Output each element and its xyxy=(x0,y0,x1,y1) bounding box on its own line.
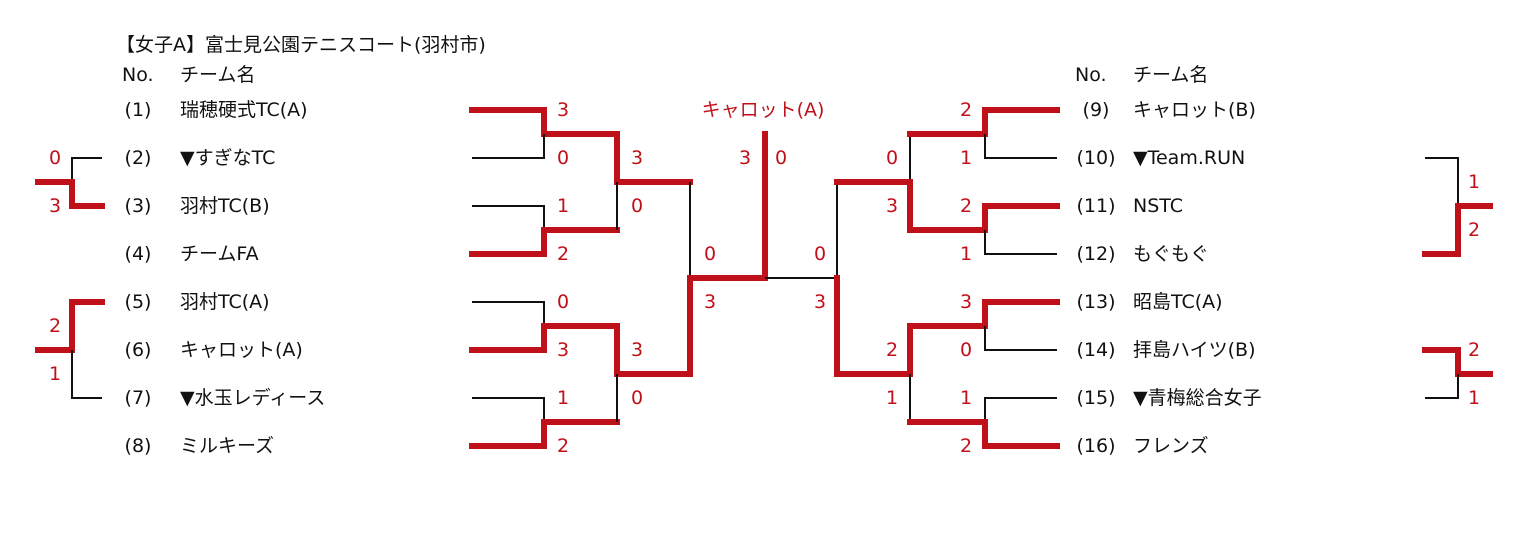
right-header-team: チーム名 xyxy=(1133,64,1209,86)
team-number: (15) xyxy=(1076,387,1116,409)
score-label: 2 xyxy=(885,339,899,361)
score-label: 0 xyxy=(48,147,62,169)
score-label: 1 xyxy=(1467,387,1481,409)
score-label: 0 xyxy=(703,243,717,265)
team-name: NSTC xyxy=(1133,195,1184,217)
team-name: チームFA xyxy=(180,243,259,265)
score-label: 0 xyxy=(556,147,570,169)
team-name: 拝島ハイツ(B) xyxy=(1133,339,1256,361)
score-label: 3 xyxy=(959,291,973,313)
score-label: 0 xyxy=(774,147,788,169)
team-number: (11) xyxy=(1076,195,1116,217)
team-name: 羽村TC(A) xyxy=(180,291,270,313)
team-name: キャロット(A) xyxy=(180,339,303,361)
team-name: キャロット(B) xyxy=(1133,99,1256,121)
team-name: ▼青梅総合女子 xyxy=(1133,387,1262,409)
team-number: (5) xyxy=(124,291,152,313)
champion-label: キャロット(A) xyxy=(701,99,825,121)
score-label: 3 xyxy=(813,291,827,313)
team-number: (10) xyxy=(1076,147,1116,169)
team-number: (16) xyxy=(1076,435,1116,457)
score-label: 3 xyxy=(630,339,644,361)
right-header-no: No. xyxy=(1075,64,1107,86)
score-label: 0 xyxy=(630,387,644,409)
score-label: 2 xyxy=(556,435,570,457)
score-label: 2 xyxy=(959,435,973,457)
team-name: もぐもぐ xyxy=(1133,243,1210,265)
score-label: 3 xyxy=(703,291,717,313)
score-label: 2 xyxy=(959,99,973,121)
team-number: (2) xyxy=(124,147,152,169)
team-name: ▼Team.RUN xyxy=(1133,147,1246,169)
score-label: 2 xyxy=(556,243,570,265)
score-label: 1 xyxy=(556,387,570,409)
team-number: (7) xyxy=(124,387,152,409)
score-label: 1 xyxy=(1467,171,1481,193)
score-label: 2 xyxy=(1467,219,1481,241)
score-label: 3 xyxy=(885,195,899,217)
score-label: 3 xyxy=(738,147,752,169)
team-number: (12) xyxy=(1076,243,1116,265)
team-number: (3) xyxy=(124,195,152,217)
left-header-no: No. xyxy=(122,64,154,86)
left-header-team: チーム名 xyxy=(180,64,256,86)
team-number: (14) xyxy=(1076,339,1116,361)
team-name: 羽村TC(B) xyxy=(180,195,270,217)
score-label: 1 xyxy=(959,243,973,265)
team-name: ▼水玉レディース xyxy=(180,387,326,409)
score-label: 2 xyxy=(1467,339,1481,361)
team-number: (4) xyxy=(124,243,152,265)
score-label: 0 xyxy=(959,339,973,361)
score-label: 0 xyxy=(556,291,570,313)
score-label: 3 xyxy=(556,99,570,121)
team-number: (1) xyxy=(124,99,152,121)
score-label: 3 xyxy=(630,147,644,169)
score-label: 1 xyxy=(959,387,973,409)
team-name: 瑞穂硬式TC(A) xyxy=(180,99,308,121)
score-label: 0 xyxy=(630,195,644,217)
score-label: 2 xyxy=(959,195,973,217)
score-label: 1 xyxy=(48,363,62,385)
score-label: 2 xyxy=(48,315,62,337)
score-label: 1 xyxy=(885,387,899,409)
team-number: (6) xyxy=(124,339,152,361)
team-name: ▼すぎなTC xyxy=(180,147,276,169)
score-label: 3 xyxy=(556,339,570,361)
team-number: (13) xyxy=(1076,291,1116,313)
score-label: 0 xyxy=(885,147,899,169)
score-label: 0 xyxy=(813,243,827,265)
score-label: 1 xyxy=(959,147,973,169)
team-name: フレンズ xyxy=(1133,435,1209,457)
team-number: (9) xyxy=(1082,99,1110,121)
team-name: 昭島TC(A) xyxy=(1133,291,1223,313)
score-label: 3 xyxy=(48,195,62,217)
team-name: ミルキーズ xyxy=(180,435,275,457)
team-number: (8) xyxy=(124,435,152,457)
page-title: 【女子A】富士見公園テニスコート(羽村市) xyxy=(116,34,486,56)
score-label: 1 xyxy=(556,195,570,217)
